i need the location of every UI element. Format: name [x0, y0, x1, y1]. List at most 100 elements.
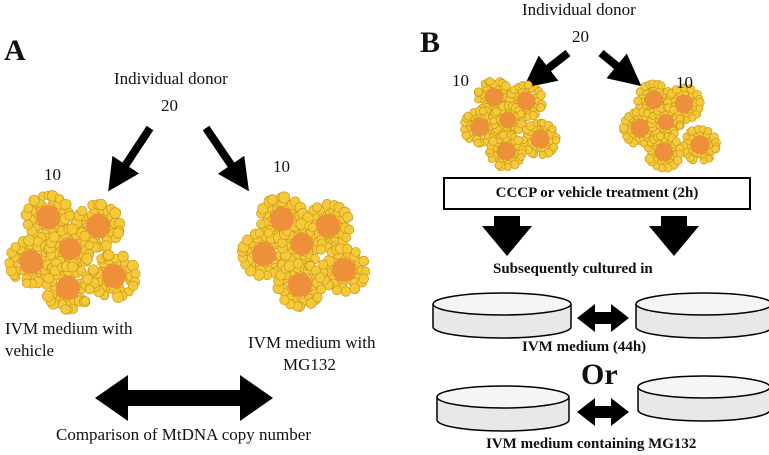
- culture-dish-1: [432, 292, 572, 339]
- granulosa-cell: [117, 250, 129, 263]
- granulosa-cell: [279, 294, 290, 306]
- granulosa-cell: [342, 211, 354, 223]
- granulosa-cell: [293, 258, 304, 269]
- double-arrow-dishes-2: [577, 398, 629, 426]
- granulosa-cell: [549, 142, 559, 152]
- arrow-a-right: [202, 125, 249, 192]
- culture-dish-3: [436, 385, 570, 432]
- granulosa-cell: [41, 289, 54, 302]
- oocyte-nucleus: [102, 264, 126, 288]
- granulosa-cell: [655, 132, 665, 141]
- granulosa-cell: [60, 304, 71, 315]
- oocyte-cluster-b-right: [619, 79, 721, 173]
- oocyte-cluster-a-mg132: [237, 191, 371, 312]
- granulosa-cell: [66, 223, 79, 236]
- caption-a-right-line2: MG132: [283, 355, 336, 374]
- granulosa-cell: [687, 85, 696, 94]
- granulosa-cell: [523, 80, 533, 90]
- arrow-a-left: [108, 125, 154, 192]
- granulosa-cell: [305, 298, 317, 309]
- granulosa-cell: [266, 194, 278, 206]
- granulosa-cell: [312, 292, 323, 303]
- donor-label-a: Individual donor: [114, 69, 228, 88]
- granulosa-cell: [10, 241, 21, 252]
- oocyte-nucleus: [691, 136, 709, 154]
- granulosa-cell: [485, 77, 494, 86]
- granulosa-cell: [499, 130, 508, 140]
- granulosa-cell: [112, 227, 124, 239]
- granulosa-cell: [474, 95, 482, 104]
- group-count-b-left: 10: [452, 71, 469, 90]
- caption-a-left-line1: IVM medium with: [5, 319, 133, 338]
- oocyte-nucleus: [531, 130, 549, 148]
- granulosa-cell: [672, 137, 681, 146]
- oocyte-nucleus: [36, 205, 60, 229]
- granulosa-cell: [657, 81, 666, 90]
- double-arrow-dishes-1: [577, 304, 629, 332]
- granulosa-cell: [332, 285, 342, 296]
- granulosa-cell: [254, 228, 264, 238]
- granulosa-cell: [488, 136, 498, 146]
- granulosa-cell: [109, 207, 122, 219]
- granulosa-cell: [510, 160, 520, 170]
- oocyte-cluster-a-vehicle: [4, 190, 141, 315]
- caption-a-left-line2: vehicle: [5, 341, 55, 360]
- oocyte-nucleus: [517, 92, 535, 110]
- down-arrow-right: [649, 216, 699, 256]
- oocyte-nucleus: [86, 214, 110, 238]
- granulosa-cell: [489, 117, 498, 125]
- granulosa-cell: [341, 232, 352, 243]
- granulosa-cell: [84, 240, 94, 250]
- granulosa-cell: [695, 104, 704, 113]
- granulosa-cell: [673, 155, 683, 166]
- granulosa-cell: [700, 156, 708, 165]
- granulosa-cell: [349, 283, 361, 295]
- granulosa-cell: [463, 111, 473, 121]
- oocyte-nucleus: [655, 143, 673, 161]
- oocyte-nucleus: [485, 88, 503, 106]
- granulosa-cell: [635, 87, 645, 97]
- oocyte-nucleus: [675, 95, 693, 113]
- granulosa-cell: [649, 112, 657, 120]
- granulosa-cell: [263, 228, 274, 238]
- granulosa-cell: [711, 144, 720, 154]
- granulosa-cell: [536, 103, 546, 113]
- donor-count-b: 20: [572, 27, 589, 46]
- granulosa-cell: [23, 234, 35, 247]
- granulosa-cell: [633, 96, 643, 106]
- oocyte-nucleus: [316, 214, 340, 238]
- oocyte-nucleus: [56, 276, 80, 300]
- granulosa-cell: [128, 280, 139, 292]
- donor-label-b: Individual donor: [522, 0, 636, 19]
- granulosa-cell: [315, 244, 327, 255]
- culture-dish-2: [635, 292, 769, 339]
- or-label: Or: [581, 358, 618, 391]
- granulosa-cell: [478, 106, 488, 116]
- oocyte-nucleus: [19, 250, 43, 274]
- granulosa-cell: [538, 151, 547, 159]
- granulosa-cell: [23, 203, 33, 214]
- granulosa-cell: [318, 259, 329, 270]
- granulosa-cell: [342, 243, 353, 254]
- oocyte-nucleus: [59, 238, 81, 260]
- granulosa-cell: [84, 284, 95, 295]
- granulosa-cell: [644, 154, 655, 164]
- granulosa-cell: [112, 291, 124, 303]
- group-count-a-left: 10: [44, 165, 61, 184]
- oocyte-nucleus: [631, 119, 649, 137]
- granulosa-cell: [77, 205, 88, 217]
- comparison-label: Comparison of MtDNA copy number: [56, 425, 311, 444]
- oocyte-nucleus: [658, 114, 674, 130]
- granulosa-cell: [501, 81, 511, 91]
- granulosa-cell: [517, 153, 525, 161]
- oocyte-nucleus: [288, 273, 312, 297]
- oocyte-cluster-b-left: [460, 77, 561, 172]
- granulosa-cell: [28, 194, 40, 206]
- granulosa-cell: [79, 230, 91, 242]
- granulosa-cell: [22, 219, 33, 230]
- granulosa-cell: [517, 119, 527, 129]
- granulosa-cell: [67, 261, 79, 273]
- granulosa-cell: [517, 109, 525, 118]
- treatment-box-label: CCCP or vehicle treatment (2h): [495, 185, 699, 201]
